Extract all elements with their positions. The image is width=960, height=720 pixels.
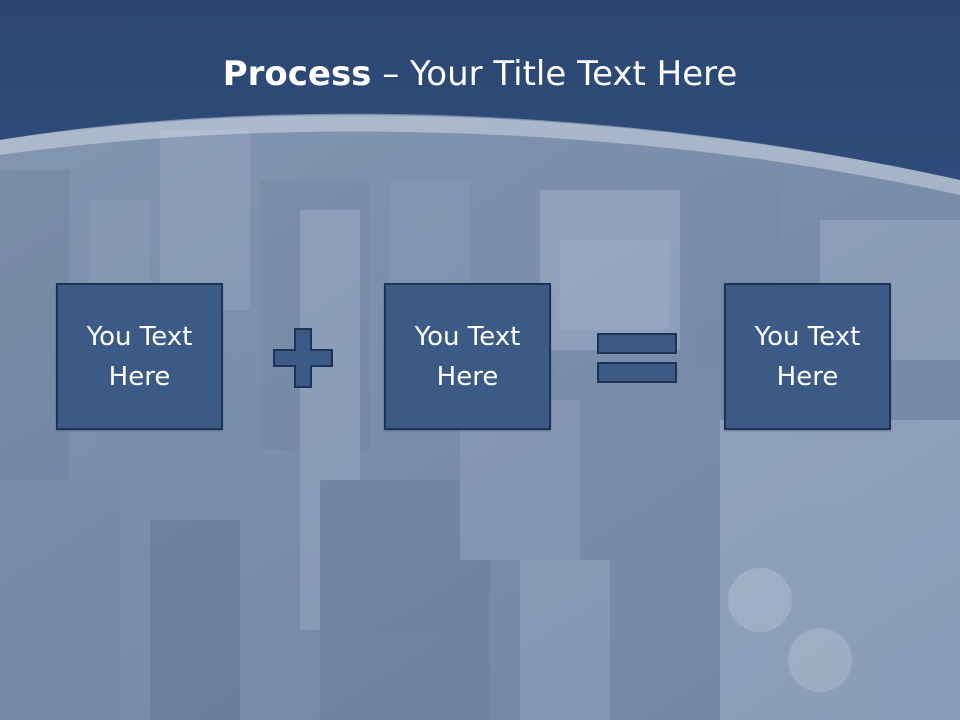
process-box-1[interactable]: You Text Here (56, 283, 223, 430)
title-rest-part: – Your Title Text Here (371, 54, 738, 94)
title-bold-part: Process (222, 54, 372, 94)
process-box-1-text: You Text Here (86, 321, 193, 392)
plus-icon (273, 328, 333, 388)
process-box-3[interactable]: You Text Here (724, 283, 891, 430)
process-box-3-text: You Text Here (754, 321, 861, 392)
slide-title: Process – Your Title Text Here (0, 52, 960, 96)
equals-icon (597, 333, 677, 383)
process-box-2-text: You Text Here (414, 321, 521, 392)
process-box-2[interactable]: You Text Here (384, 283, 551, 430)
